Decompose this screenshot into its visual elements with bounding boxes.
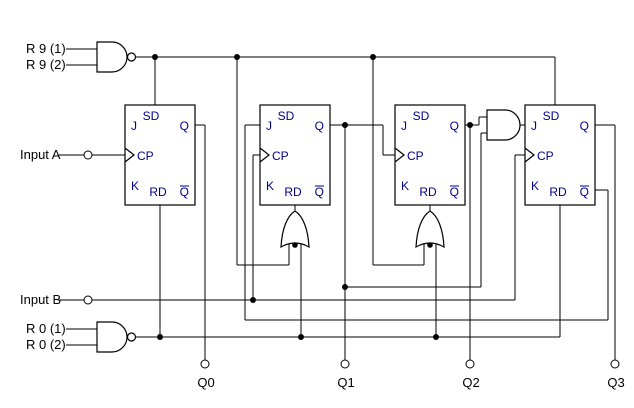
ff2-pin-q: Q [315, 119, 324, 133]
ff3-pin-k: K [401, 179, 409, 193]
ff1-pin-cp: CP [137, 149, 154, 163]
junction-dot [427, 242, 433, 248]
label-r9-1: R 9 (1) [26, 41, 66, 56]
ff2-pin-rd: RD [284, 185, 302, 199]
or-gate-ff2 [280, 210, 310, 249]
flipflop-2-body [259, 104, 331, 206]
ff3-pin-j: J [401, 119, 407, 133]
input-b-terminal [83, 295, 93, 305]
and-gate [486, 109, 521, 141]
ff3-pin-q: Q [450, 119, 459, 133]
nand-gate-r9-bubble [126, 52, 137, 62]
q1-terminal [340, 359, 350, 369]
or-gate-ff3 [415, 210, 445, 249]
wire-r9-inputs [66, 48, 97, 66]
nand-gate-r0 [96, 321, 137, 353]
flipflop-4: SD J Q CP K RD Q [524, 104, 596, 206]
ff4-pin-rd: RD [549, 185, 567, 199]
junction-dot [157, 334, 163, 340]
q0-terminal [200, 359, 210, 369]
wire-q0 [195, 124, 206, 360]
ff2-pin-cp: CP [272, 149, 289, 163]
label-input-a: Input A [20, 147, 61, 162]
label-q3: Q3 [607, 375, 624, 390]
ff3-pin-cp: CP [407, 149, 424, 163]
nand-gate-r9-body [96, 41, 128, 73]
ff4-pin-k: K [531, 179, 539, 193]
ff2-pin-sd: SD [278, 109, 295, 123]
ff4-pin-qbar: Q [580, 185, 589, 199]
q3-terminal [610, 359, 620, 369]
junction-dot [234, 54, 240, 60]
label-q2: Q2 [462, 375, 479, 390]
junction-dot [292, 242, 298, 248]
nand-gate-r0-bubble [126, 332, 137, 342]
nand-gate-r9 [96, 41, 137, 73]
wire-input-b [58, 154, 525, 301]
junction-dot [433, 334, 439, 340]
junction-dot [342, 122, 348, 128]
q2-terminal [465, 359, 475, 369]
ff2-pin-qbar: Q [315, 185, 324, 199]
label-r0-2: R 0 (2) [26, 337, 66, 352]
ff3-pin-sd: SD [413, 109, 430, 123]
nand-gate-r0-body [96, 321, 128, 353]
junction-dot [298, 334, 304, 340]
ff1-pin-q: Q [180, 119, 189, 133]
junction-dot [342, 284, 348, 290]
label-q1: Q1 [337, 375, 354, 390]
junction-dot [467, 122, 473, 128]
label-input-b: Input B [20, 292, 61, 307]
ff2-pin-j: J [266, 119, 272, 133]
terminals [83, 150, 620, 369]
ff1-pin-qbar: Q [180, 185, 189, 199]
input-a-terminal [83, 150, 93, 160]
external-labels: R 9 (1) R 9 (2) Input A Input B R 0 (1) … [20, 41, 625, 390]
wire-r9-set-bus [136, 56, 556, 266]
ff3-pin-qbar: Q [450, 185, 459, 199]
junction-dots [152, 54, 473, 340]
label-r0-1: R 0 (1) [26, 321, 66, 336]
flipflop-2: SD J Q CP K RD Q [259, 104, 331, 206]
junction-dot [370, 54, 376, 60]
wire-q1 [330, 124, 487, 360]
ff1-pin-rd: RD [149, 185, 167, 199]
flipflop-4-clock-chevron [524, 147, 535, 163]
ff4-pin-j: J [531, 119, 537, 133]
wire-q3 [595, 124, 616, 360]
junction-dot [250, 297, 256, 303]
flipflop-3-clock-chevron [394, 147, 405, 163]
flipflop-1-clock-chevron [124, 147, 135, 163]
wire-q3bar-feedback [244, 124, 609, 321]
wire-r0-reset-bus [136, 205, 561, 338]
ff4-pin-cp: CP [537, 149, 554, 163]
flipflop-1: SD J Q CP K RD Q [124, 104, 196, 206]
label-q0: Q0 [197, 375, 214, 390]
ff4-pin-sd: SD [543, 109, 560, 123]
flipflop-2-clock-chevron [259, 147, 270, 163]
flipflop-3-body [394, 104, 466, 206]
ff2-pin-k: K [266, 179, 274, 193]
flipflop-3: SD J Q CP K RD Q [394, 104, 466, 206]
wire-q2 [465, 116, 487, 360]
flipflop-4-body [524, 104, 596, 206]
label-r9-2: R 9 (2) [26, 57, 66, 72]
ff3-pin-rd: RD [419, 185, 437, 199]
ff1-pin-j: J [131, 119, 137, 133]
flipflop-1-body [124, 104, 196, 206]
junction-dot [152, 54, 158, 60]
ff1-pin-k: K [131, 179, 139, 193]
wire-r0-inputs [66, 328, 97, 346]
ff1-pin-sd: SD [143, 109, 160, 123]
ff4-pin-q: Q [580, 119, 589, 133]
